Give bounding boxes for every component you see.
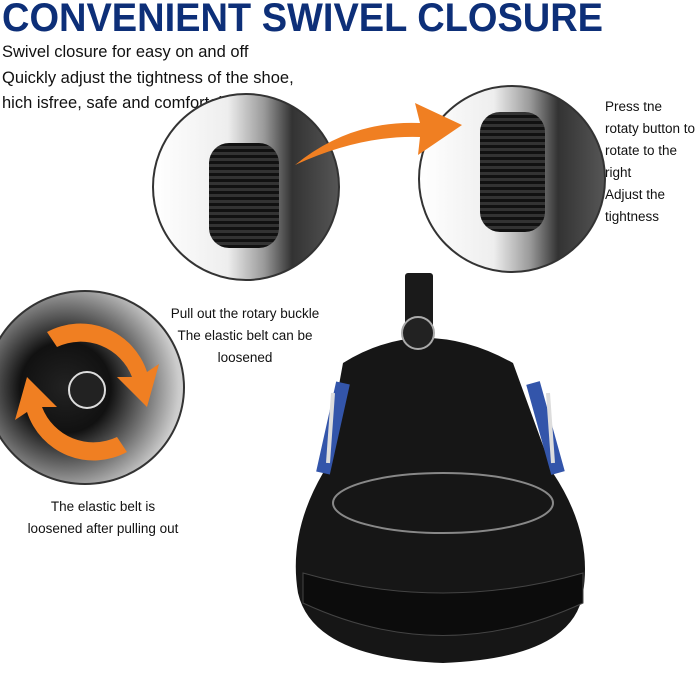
loosen-instructions: The elastic belt is loosened after pulli… [3,496,203,540]
detail-circle-pressed [152,93,340,281]
intro-text: Swivel closure for easy on and off Quick… [2,40,294,117]
text-line: rotaty button to [605,121,696,136]
text-line: loosened after pulling out [27,521,179,536]
intro-line: Quickly adjust the tightness of the shoe… [2,68,294,87]
text-line: right [605,165,632,180]
press-instructions: Press tne rotaty button to rotate to the… [605,96,695,228]
text-line: loosened [217,350,273,365]
detail-circle-rotate [418,85,606,273]
shoe-image [295,273,585,663]
orange-arrow-icon [295,103,462,165]
rotary-knob-image [209,143,279,248]
text-line: tightness [605,209,660,224]
text-line: Pull out the rotary buckle [170,306,320,321]
text-line: The elastic belt is [50,499,156,514]
text-line: Adjust the [605,187,666,202]
rotary-knob-image [480,112,545,232]
page-title: CONVENIENT SWIVEL CLOSURE [2,0,604,40]
detail-circle-pulled [0,290,185,485]
rotate-arrows-icon [15,323,159,461]
text-line: Press tne [605,99,663,114]
text-line: rotate to the [605,143,678,158]
intro-line: Swivel closure for easy on and off [2,43,249,61]
pull-instructions: Pull out the rotary buckle The elastic b… [145,303,345,369]
intro-line: hich isfree, safe and comfortable [2,94,241,112]
text-line: The elastic belt can be [177,328,313,343]
